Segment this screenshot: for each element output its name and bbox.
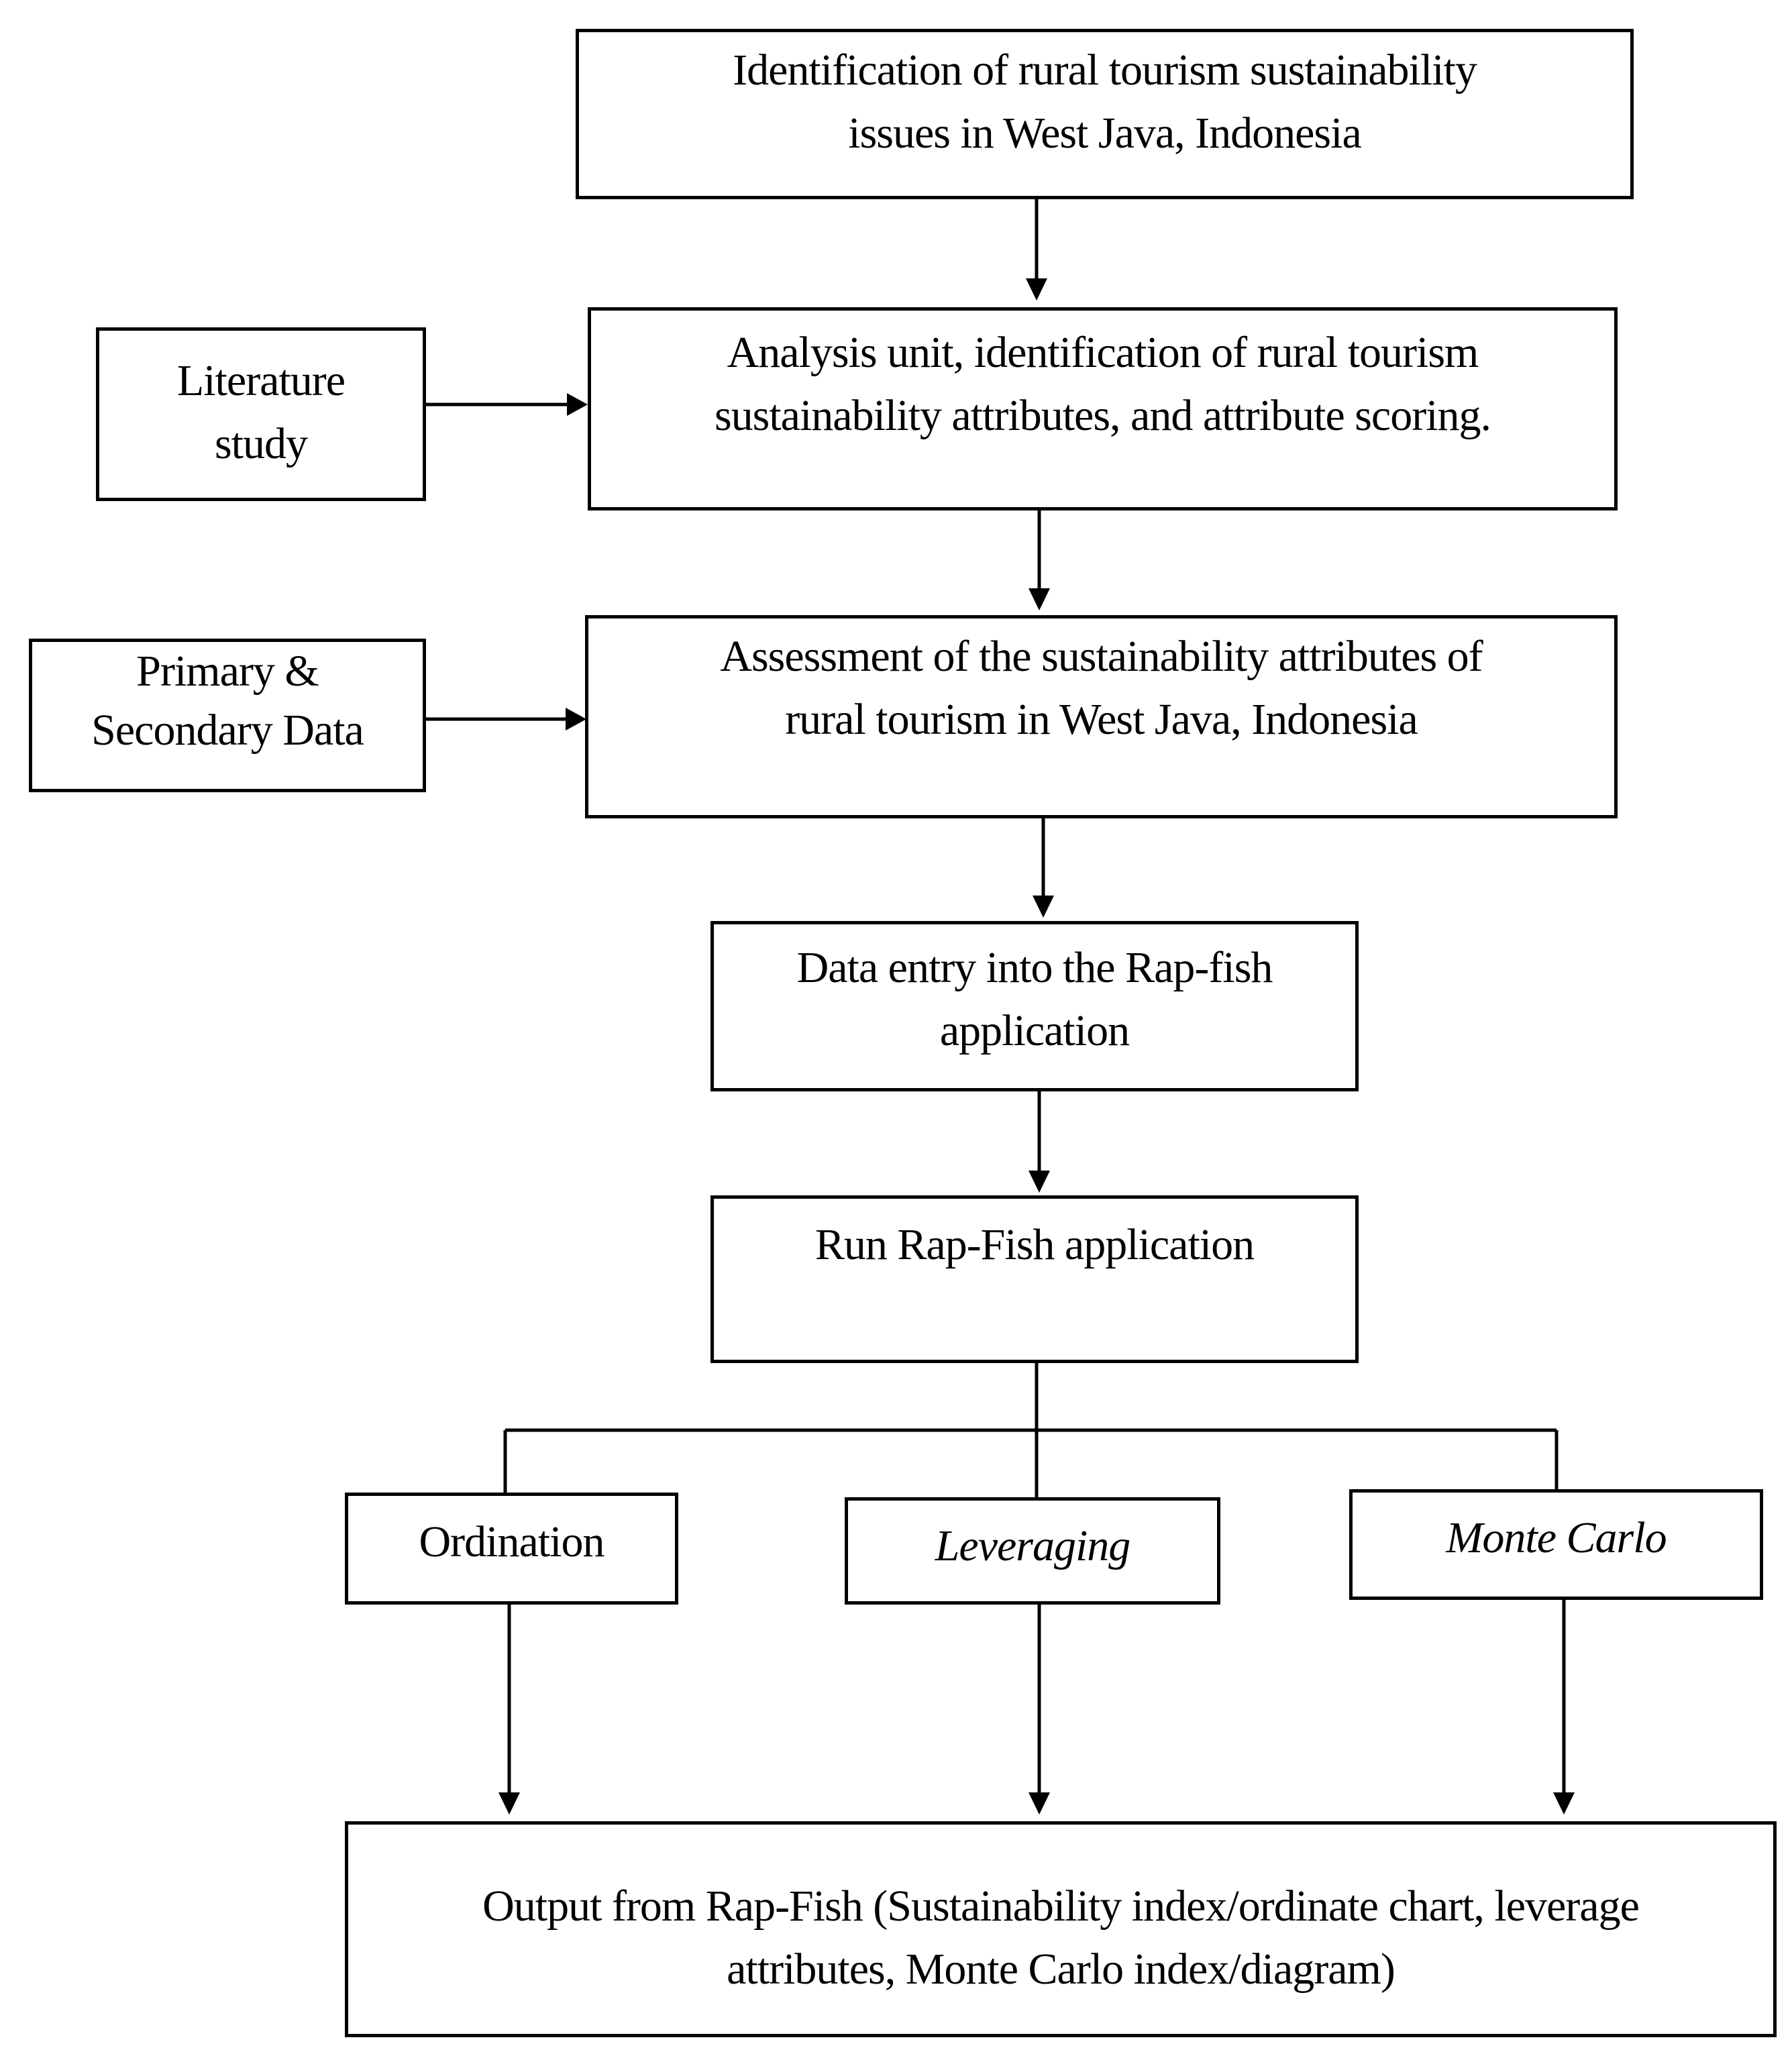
arrowhead-data (566, 708, 586, 731)
arrowhead-analysis (1026, 278, 1047, 301)
node-assessment-label: Assessment of the sustainability attribu… (720, 632, 1483, 744)
node-literature-label: Literature study (176, 356, 346, 468)
arrowhead-entry (1033, 896, 1054, 918)
arrowhead-run (1029, 1171, 1050, 1193)
arrowhead-leveraging-output (1029, 1792, 1050, 1815)
node-output-label: Output from Rap-Fish (Sustainability ind… (482, 1882, 1640, 1994)
node-data-label: Primary & Secondary Data (91, 647, 364, 755)
node-montecarlo: Monte Carlo (1349, 1489, 1763, 1600)
node-literature: Literature study (96, 327, 426, 501)
node-leveraging-label: Leveraging (935, 1521, 1131, 1570)
node-analysis: Analysis unit, identification of rural t… (588, 307, 1618, 510)
node-run-label: Run Rap-Fish application (814, 1220, 1255, 1269)
arrowhead-ordination-output (498, 1792, 520, 1815)
node-output: Output from Rap-Fish (Sustainability ind… (345, 1821, 1777, 2037)
node-analysis-label: Analysis unit, identification of rural t… (714, 328, 1491, 440)
node-montecarlo-label: Monte Carlo (1446, 1513, 1667, 1562)
arrowhead-assessment (1029, 588, 1050, 610)
node-ordination-label: Ordination (419, 1517, 605, 1566)
node-data: Primary & Secondary Data (29, 639, 426, 792)
node-issues: Identification of rural tourism sustaina… (576, 29, 1634, 199)
node-run: Run Rap-Fish application (710, 1195, 1359, 1363)
node-entry-label: Data entry into the Rap-fish application (796, 943, 1273, 1055)
arrowhead-literature (567, 393, 588, 416)
arrowhead-montecarlo-output (1553, 1792, 1575, 1815)
node-leveraging: Leveraging (845, 1497, 1220, 1605)
node-entry: Data entry into the Rap-fish application (710, 921, 1359, 1091)
node-ordination: Ordination (345, 1493, 678, 1605)
node-assessment: Assessment of the sustainability attribu… (585, 615, 1618, 818)
node-issues-label: Identification of rural tourism sustaina… (733, 46, 1477, 158)
